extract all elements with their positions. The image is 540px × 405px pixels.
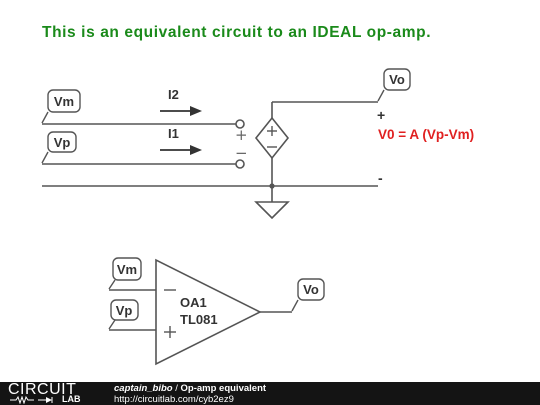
ground-icon xyxy=(254,201,290,220)
net-label-vp-text: Vp xyxy=(54,135,71,150)
dependent-source-diamond xyxy=(254,116,290,160)
gain-equation: V0 = A (Vp-Vm) xyxy=(378,127,474,142)
vp-terminal xyxy=(235,159,245,169)
opamp-label-vm: Vm xyxy=(108,257,142,290)
opamp-label-vm-text: Vm xyxy=(117,262,137,277)
circuitlab-logo: CIRCUIT xyxy=(8,381,77,398)
equivalent-circuit xyxy=(42,101,378,220)
opamp-name: OA1 xyxy=(180,295,207,310)
page-title: This is an equivalent circuit to an IDEA… xyxy=(42,24,431,41)
credit-block: captain_bibo / Op-amp equivalent http://… xyxy=(114,383,267,405)
opamp-polarity-marks xyxy=(164,289,176,338)
output-plus-sign: + xyxy=(377,107,385,123)
minus-sign: − xyxy=(235,144,248,162)
opamp-symbol xyxy=(109,258,292,366)
opamp-triangle xyxy=(155,258,262,366)
net-label-vm-text: Vm xyxy=(54,94,74,109)
opamp-label-vp: Vp xyxy=(108,299,139,330)
opamp-label-vo: Vo xyxy=(291,278,325,312)
waveform-icon xyxy=(10,396,53,404)
current-arrow-i1 xyxy=(160,145,202,155)
vm-terminal xyxy=(235,119,245,129)
net-label-vm: Vm xyxy=(41,89,81,124)
current-arrow-i2 xyxy=(160,106,202,116)
credit-separator: / xyxy=(172,383,181,394)
plus-sign: + xyxy=(235,126,248,144)
opamp-label-vp-text: Vp xyxy=(116,303,133,318)
author-link[interactable]: captain_bibo xyxy=(114,383,173,394)
circuitlab-logo-sub: LAB xyxy=(62,394,81,404)
output-minus-sign: - xyxy=(378,170,383,186)
junction-dot xyxy=(269,183,275,189)
footer-bar: CIRCUIT LAB captain_bibo / Op-amp equiva… xyxy=(0,382,540,405)
current-label-i1: I1 xyxy=(168,126,179,141)
net-label-vo-top-text: Vo xyxy=(389,72,405,87)
circuit-url[interactable]: http://circuitlab.com/cyb2ez9 xyxy=(114,393,234,405)
current-label-i2: I2 xyxy=(168,87,179,102)
opamp-label-vo-text: Vo xyxy=(303,282,319,297)
opamp-part: TL081 xyxy=(180,312,218,327)
source-polarity-marks xyxy=(267,126,277,148)
net-label-vo-top: Vo xyxy=(377,68,411,102)
circuit-title: Op-amp equivalent xyxy=(180,383,267,394)
net-label-vp: Vp xyxy=(41,131,77,164)
